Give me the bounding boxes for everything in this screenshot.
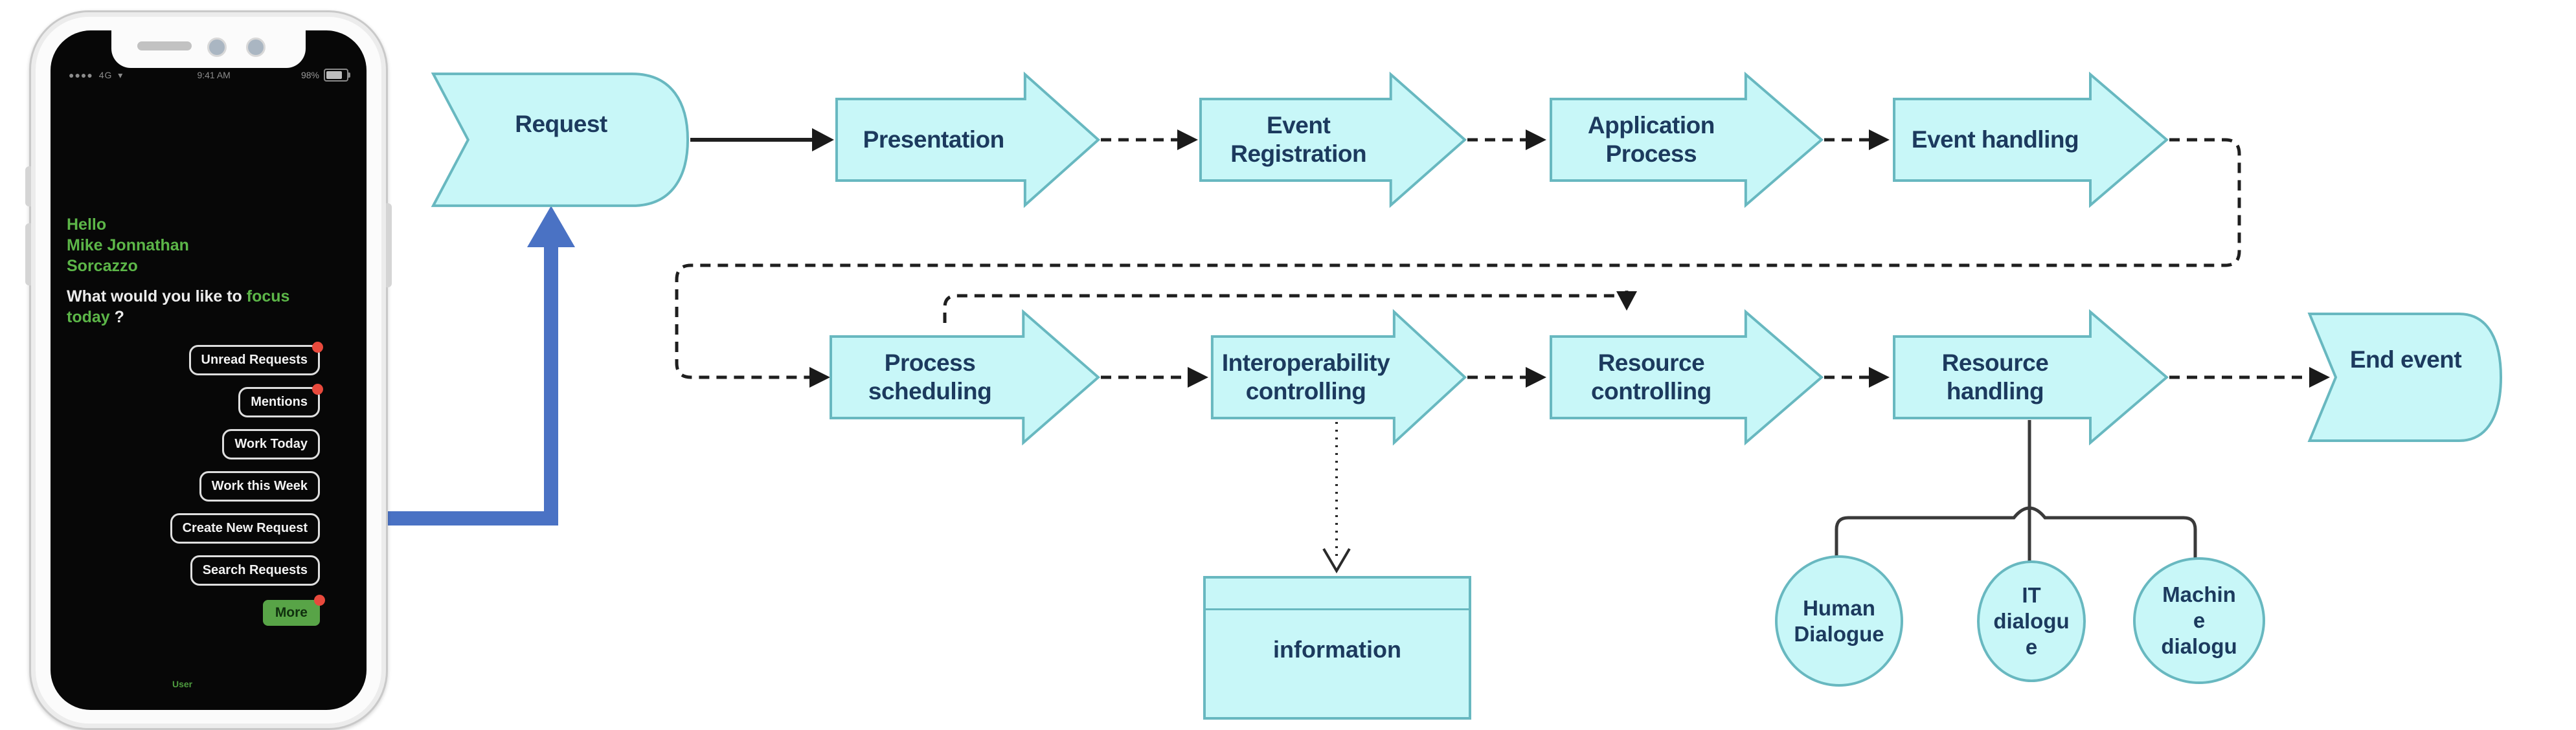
battery-icon bbox=[323, 69, 350, 82]
more-button[interactable]: More bbox=[262, 595, 325, 626]
shape-presentation: Presentation bbox=[835, 72, 1101, 208]
create-new-request-button[interactable]: Create New Request bbox=[170, 513, 320, 544]
phone-screen: ●●●● 4G ▾ 9:41 AM 98% Hello Mike Jonnath… bbox=[51, 30, 367, 710]
shape-resource-controlling: Resource controlling bbox=[1550, 309, 1824, 445]
shape-resource-handling: Resource handling bbox=[1893, 309, 2169, 445]
phone-mockup: ●●●● 4G ▾ 9:41 AM 98% Hello Mike Jonnath… bbox=[25, 10, 392, 730]
status-bar: ●●●● 4G ▾ 9:41 AM 98% bbox=[51, 68, 367, 82]
unread-requests-button[interactable]: Unread Requests bbox=[188, 342, 323, 375]
shape-application-process: Application Process bbox=[1550, 72, 1824, 208]
footer-user-label: User bbox=[172, 679, 193, 689]
shape-process-scheduling-label: Process scheduling bbox=[868, 349, 992, 404]
network-type-label: 4G bbox=[98, 69, 113, 80]
shape-event-handling-label: Event handling bbox=[1911, 126, 2079, 153]
notification-badge bbox=[314, 595, 325, 606]
shape-request-label: Request bbox=[515, 111, 607, 137]
work-today-button[interactable]: Work Today bbox=[222, 429, 320, 459]
greeting-line: Sorcazzo bbox=[67, 257, 138, 275]
shape-end-event-label: End event bbox=[2349, 346, 2462, 373]
volume-down-button bbox=[25, 223, 31, 285]
shape-interoperability-controlling: Interoperability controlling bbox=[1211, 309, 1467, 445]
battery-percent-label: 98% bbox=[300, 70, 319, 80]
shape-it-dialogue: IT dialogu e bbox=[1977, 560, 2086, 682]
sensor-icon bbox=[246, 38, 266, 57]
shape-presentation-label: Presentation bbox=[863, 126, 1005, 153]
mentions-button[interactable]: Mentions bbox=[238, 384, 323, 417]
shape-process-scheduling: Process scheduling bbox=[830, 309, 1101, 445]
front-camera-icon bbox=[207, 38, 227, 57]
shape-end-event: End event bbox=[2309, 313, 2503, 442]
speaker-slot bbox=[137, 41, 192, 50]
greeting-line: Mike Jonnathan bbox=[67, 236, 189, 254]
shape-machine-dialogue-label: Machin e dialogu bbox=[2161, 582, 2237, 658]
shape-event-registration: Event Registration bbox=[1199, 72, 1467, 208]
shape-information-label: information bbox=[1273, 636, 1401, 663]
create-request-to-request-arrow bbox=[319, 206, 575, 525]
shape-event-registration-label: Event Registration bbox=[1230, 112, 1367, 167]
connector-dialogues-branch bbox=[1835, 506, 2197, 559]
search-requests-button[interactable]: Search Requests bbox=[190, 555, 320, 586]
phone-notch bbox=[111, 30, 306, 68]
clock-label: 9:41 AM bbox=[197, 70, 231, 80]
information-header-strip bbox=[1206, 579, 1469, 610]
work-this-week-button[interactable]: Work this Week bbox=[199, 471, 320, 502]
shape-human-dialogue: Human Dialogue bbox=[1775, 555, 1903, 687]
shape-machine-dialogue: Machin e dialogu bbox=[2133, 557, 2265, 684]
signal-dots-icon: ●●●● bbox=[69, 69, 93, 80]
greeting-line: Hello bbox=[67, 216, 107, 234]
shape-event-handling: Event handling bbox=[1893, 72, 2169, 208]
shape-it-dialogue-label: IT dialogu e bbox=[1993, 583, 2070, 659]
connector-processscheduling-resourcecontrolling bbox=[943, 290, 1629, 323]
connector-eventhandling-processscheduling bbox=[675, 138, 2241, 379]
quick-action-buttons: Unread Requests Mentions Work Today Work… bbox=[170, 342, 325, 626]
notification-badge bbox=[312, 342, 323, 353]
wifi-icon: ▾ bbox=[118, 69, 124, 80]
power-button bbox=[386, 203, 392, 287]
question-text: What would you like to focus today ? bbox=[67, 287, 290, 326]
shape-application-process-label: Application Process bbox=[1587, 112, 1715, 167]
shape-resource-controlling-label: Resource controlling bbox=[1591, 349, 1712, 404]
signal-indicator: ●●●● 4G ▾ bbox=[69, 70, 126, 81]
battery-indicator: 98% bbox=[300, 69, 350, 82]
shape-interoperability-controlling-label: Interoperability controlling bbox=[1221, 349, 1390, 404]
shape-information: information bbox=[1203, 576, 1471, 720]
shape-human-dialogue-label: Human Dialogue bbox=[1794, 595, 1884, 646]
shape-resource-handling-label: Resource handling bbox=[1941, 349, 2049, 404]
notification-badge bbox=[312, 384, 323, 395]
volume-up-button bbox=[25, 166, 31, 206]
chat-message-block: Hello Mike Jonnathan Sorcazzo What would… bbox=[67, 214, 345, 327]
shape-request: Request bbox=[432, 72, 690, 207]
